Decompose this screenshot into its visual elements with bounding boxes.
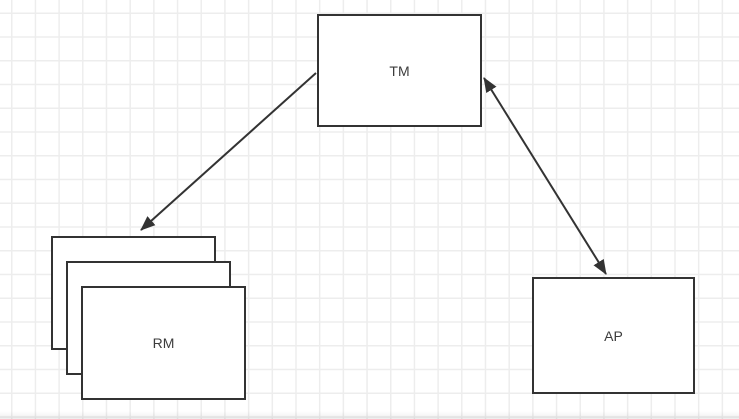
node-rm[interactable]: RM: [81, 286, 246, 400]
node-ap-label: AP: [604, 327, 623, 344]
canvas-bottom-edge: [0, 411, 739, 419]
connector-tm-ap-double-arrow[interactable]: [483, 77, 607, 275]
node-rm-label: RM: [152, 335, 175, 351]
node-tm-label: TM: [389, 62, 410, 79]
node-tm[interactable]: TM: [317, 14, 482, 127]
node-ap[interactable]: AP: [532, 277, 695, 394]
connector-tm-rm-arrow[interactable]: [140, 72, 317, 231]
